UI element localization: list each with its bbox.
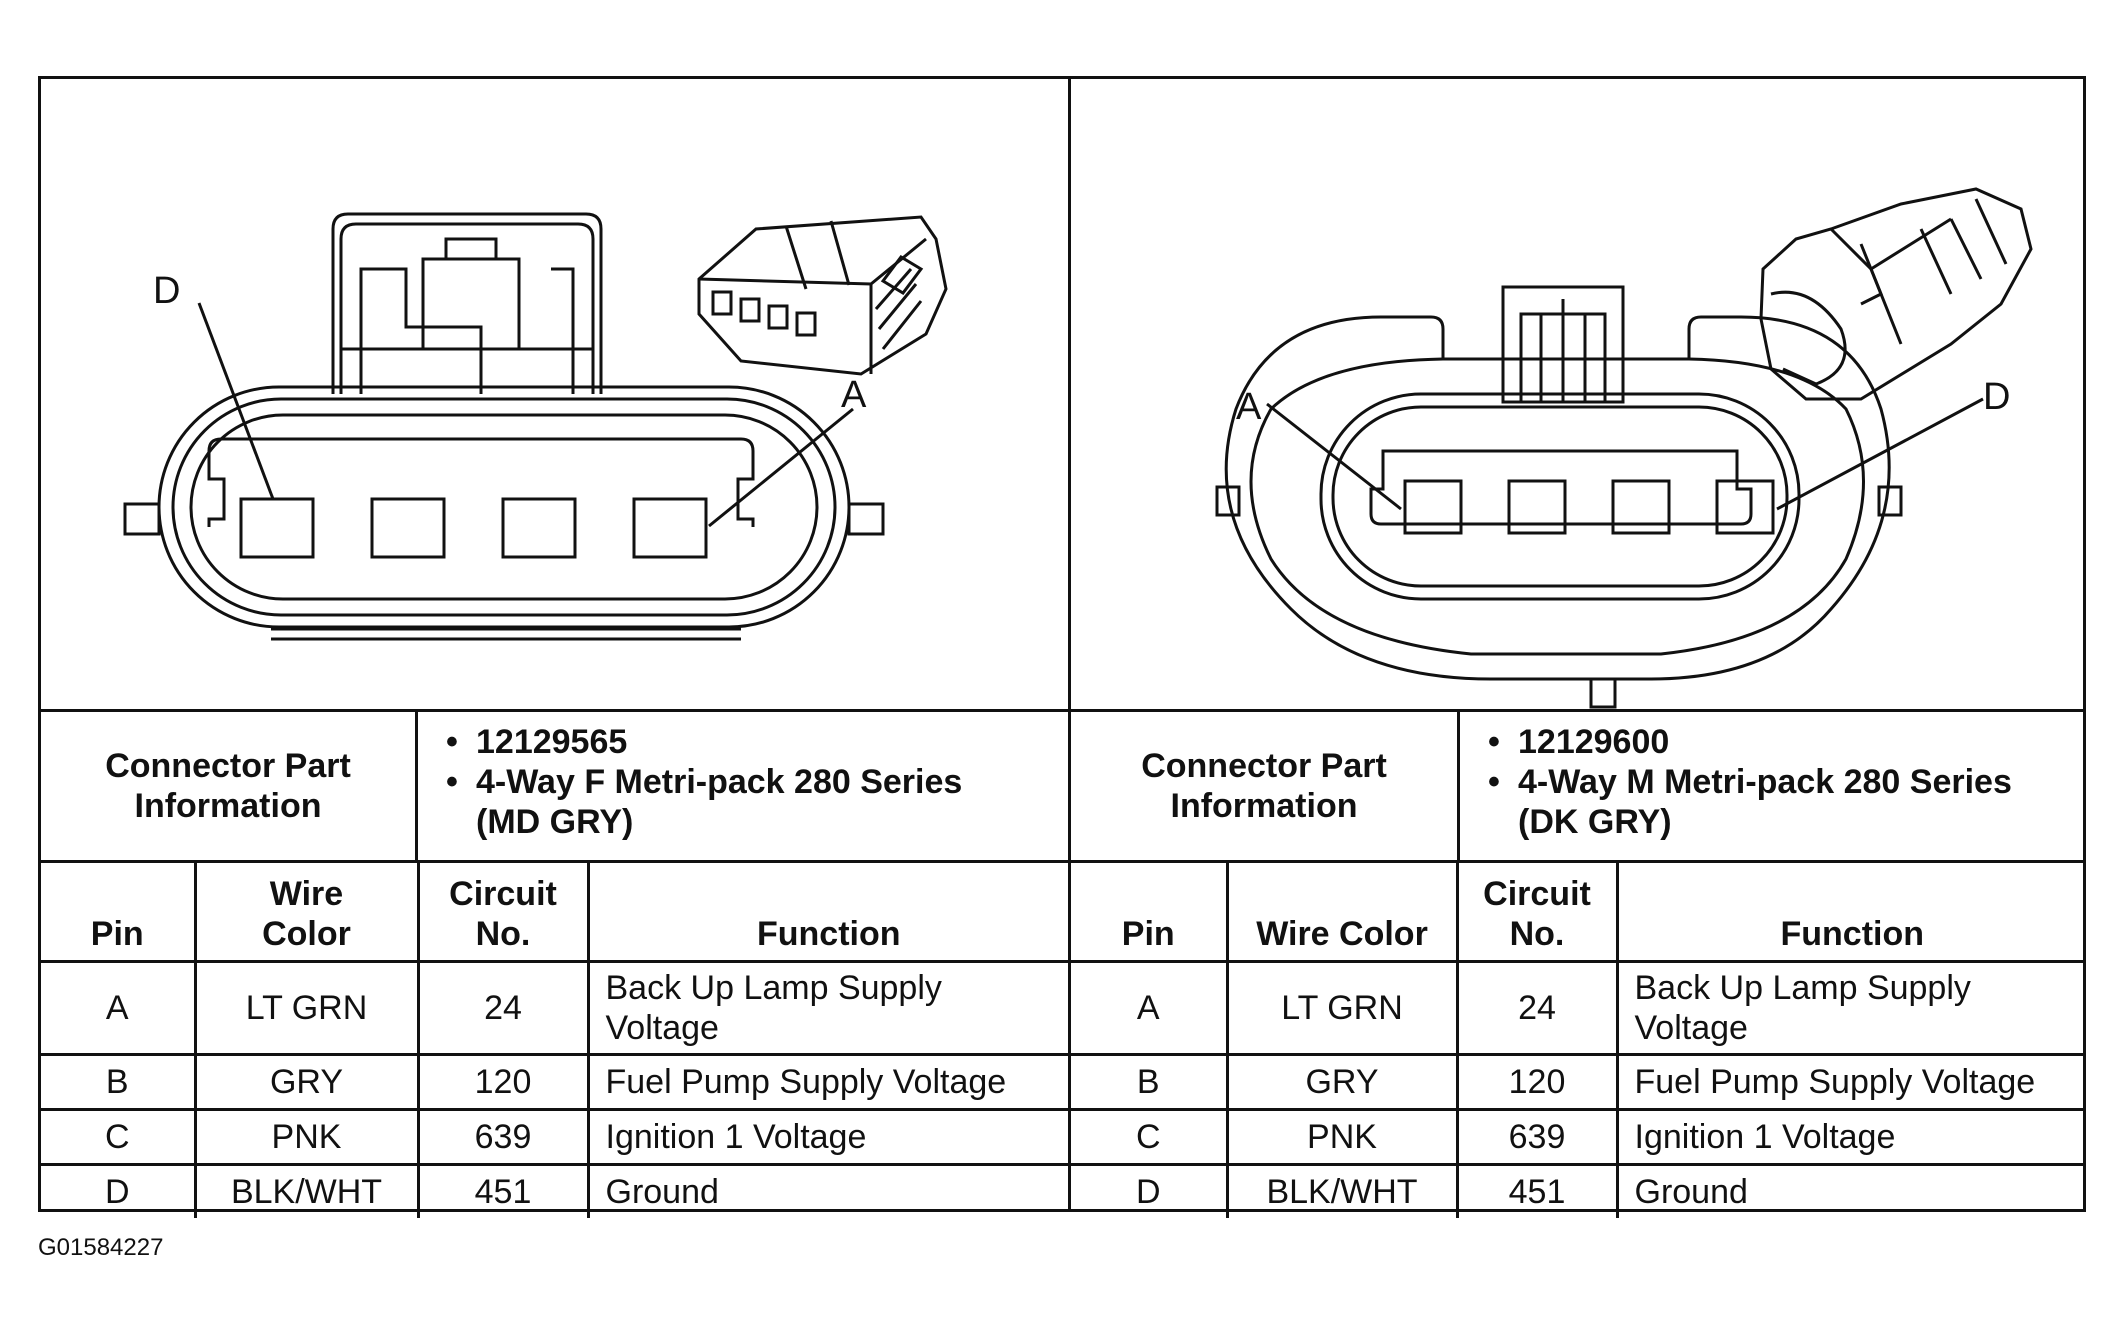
table-row: B GRY 120 Fuel Pump Supply Voltage bbox=[1071, 1053, 2086, 1111]
wire-color-cell: BLK/WHT bbox=[193, 1163, 420, 1218]
female-connector-drawing: D A bbox=[123, 212, 948, 641]
wire-color-cell: BLK/WHT bbox=[1225, 1163, 1459, 1218]
header-function: Function bbox=[1615, 860, 2086, 963]
figure-code: G01584227 bbox=[38, 1234, 164, 1261]
connector-panel-right: A D Connector Part Information 12129600 … bbox=[1071, 79, 2086, 1218]
pin-cell: B bbox=[1071, 1053, 1229, 1111]
part-info-label: Connector Part Information bbox=[1071, 712, 1460, 860]
connector-diagram-frame: D A Connector Part Information 12129565 … bbox=[38, 76, 2086, 1218]
circuit-cell: 451 bbox=[416, 1163, 590, 1218]
function-cell: Ground bbox=[1615, 1163, 2086, 1218]
male-connector-drawing: A D bbox=[1215, 187, 2033, 709]
wire-color-cell: PNK bbox=[193, 1108, 420, 1166]
pin-cell: D bbox=[1071, 1163, 1229, 1218]
table-row: C PNK 639 Ignition 1 Voltage bbox=[41, 1108, 1068, 1166]
wire-color-cell: LT GRN bbox=[1225, 960, 1459, 1056]
circuit-cell: 451 bbox=[1455, 1163, 1619, 1218]
table-row: D BLK/WHT 451 Ground bbox=[41, 1163, 1068, 1218]
connector-part-info-left: Connector Part Information 12129565 4-Wa… bbox=[41, 712, 1068, 863]
header-wire-color: Wire Color bbox=[1225, 860, 1459, 963]
pin-cell: D bbox=[41, 1163, 197, 1218]
wire-color-cell: PNK bbox=[1225, 1108, 1459, 1166]
part-info-details: 12129600 4-Way M Metri-pack 280 Series (… bbox=[1460, 712, 2086, 860]
function-cell: Ignition 1 Voltage bbox=[1615, 1108, 2086, 1166]
wire-color-cell: LT GRN bbox=[193, 960, 420, 1056]
part-info-label: Connector Part Information bbox=[41, 712, 418, 860]
function-cell: Ground bbox=[586, 1163, 1068, 1218]
connector-face-view-right: A D bbox=[1071, 79, 2086, 712]
part-description: 4-Way M Metri-pack 280 Series (DK GRY) bbox=[1488, 762, 2086, 842]
wire-color-cell: GRY bbox=[193, 1053, 420, 1111]
part-number: 12129565 bbox=[446, 722, 1068, 762]
circuit-cell: 120 bbox=[416, 1053, 590, 1111]
pin-cell: A bbox=[1071, 960, 1229, 1056]
header-pin: Pin bbox=[1071, 860, 1229, 963]
pin-cell: A bbox=[41, 960, 197, 1056]
circuit-cell: 120 bbox=[1455, 1053, 1619, 1111]
wire-color-cell: GRY bbox=[1225, 1053, 1459, 1111]
pin-callout-left: A bbox=[1236, 386, 1262, 428]
part-info-details: 12129565 4-Way F Metri-pack 280 Series (… bbox=[418, 712, 1068, 860]
header-function: Function bbox=[586, 860, 1068, 963]
pin-callout-right: D bbox=[1983, 376, 2010, 418]
function-cell: Fuel Pump Supply Voltage bbox=[586, 1053, 1068, 1111]
pin-cell: C bbox=[41, 1108, 197, 1166]
circuit-cell: 639 bbox=[1455, 1108, 1619, 1166]
pin-cell: C bbox=[1071, 1108, 1229, 1166]
circuit-cell: 24 bbox=[416, 960, 590, 1056]
table-row: B GRY 120 Fuel Pump Supply Voltage bbox=[41, 1053, 1068, 1111]
part-description: 4-Way F Metri-pack 280 Series (MD GRY) bbox=[446, 762, 1068, 842]
function-cell: Fuel Pump Supply Voltage bbox=[1615, 1053, 2086, 1111]
connector-part-info-right: Connector Part Information 12129600 4-Wa… bbox=[1071, 712, 2086, 863]
function-cell: Ignition 1 Voltage bbox=[586, 1108, 1068, 1166]
table-row: D BLK/WHT 451 Ground bbox=[1071, 1163, 2086, 1218]
connector-face-view-left: D A bbox=[41, 79, 1068, 712]
circuit-cell: 639 bbox=[416, 1108, 590, 1166]
part-number: 12129600 bbox=[1488, 722, 2086, 762]
connector-panel-left: D A Connector Part Information 12129565 … bbox=[41, 79, 1071, 1218]
pin-callout-left: D bbox=[153, 270, 180, 312]
pin-cell: B bbox=[41, 1053, 197, 1111]
table-row: C PNK 639 Ignition 1 Voltage bbox=[1071, 1108, 2086, 1166]
header-pin: Pin bbox=[41, 860, 197, 963]
pin-callout-right: A bbox=[841, 374, 867, 416]
circuit-cell: 24 bbox=[1455, 960, 1619, 1056]
